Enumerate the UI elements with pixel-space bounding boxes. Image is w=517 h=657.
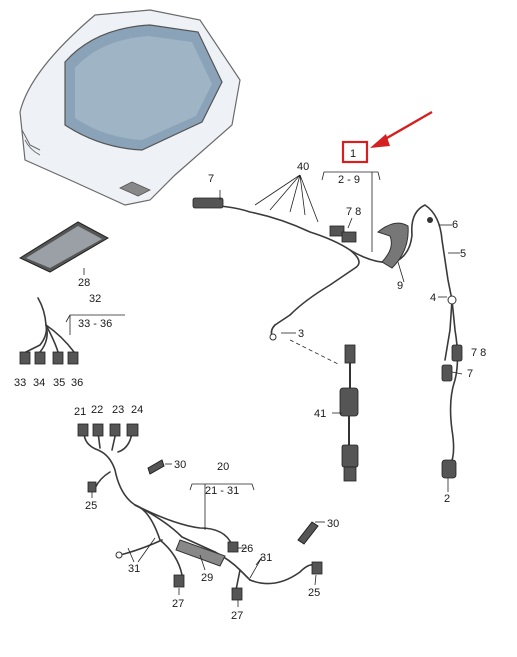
callout-20: 20 (217, 461, 229, 473)
callout-7-8-right: 7 8 (471, 347, 486, 359)
callout-21-top: 21 (74, 406, 86, 418)
callout-40: 40 (297, 161, 309, 173)
label-card-28 (18, 221, 110, 275)
callout-25-right: 25 (308, 587, 320, 599)
callout-7-top: 7 (208, 173, 214, 185)
connector-set-32 (19, 297, 125, 365)
callout-7-8-top: 7 8 (346, 206, 361, 218)
main-harness (192, 197, 463, 479)
callout-33-36: 33 - 36 (78, 318, 112, 330)
callout-24: 24 (131, 404, 143, 416)
callout-2-9: 2 - 9 (338, 174, 360, 186)
callout-27-left: 27 (172, 598, 184, 610)
highlight-box (341, 140, 369, 164)
leader-lines-main (219, 171, 463, 492)
callout-5: 5 (460, 248, 466, 260)
callout-25-left: 25 (85, 500, 97, 512)
callout-labels: 1 2 - 9 40 7 7 8 6 5 9 4 3 7 8 7 28 32 3… (14, 148, 486, 622)
pointer-arrow (370, 110, 433, 148)
callout-27-right: 27 (231, 610, 243, 622)
tailgate-illustration (19, 9, 241, 206)
callout-36: 36 (71, 377, 83, 389)
callout-28: 28 (78, 277, 90, 289)
callout-22: 22 (91, 404, 103, 416)
lower-harness-20 (77, 423, 325, 607)
callout-31-right: 31 (260, 552, 272, 564)
callout-3: 3 (298, 328, 304, 340)
callout-6: 6 (452, 219, 458, 231)
callout-32: 32 (89, 293, 101, 305)
callout-21-31: 21 - 31 (205, 485, 239, 497)
callout-31-left: 31 (128, 563, 140, 575)
callout-34: 34 (33, 377, 45, 389)
callout-35: 35 (53, 377, 65, 389)
callout-30-right: 30 (327, 518, 339, 530)
callout-30-top: 30 (174, 459, 186, 471)
callout-2: 2 (444, 493, 450, 505)
callout-33: 33 (14, 377, 26, 389)
sensor-rod-41 (289, 339, 359, 482)
callout-1: 1 (350, 148, 356, 160)
callout-7-right: 7 (467, 368, 473, 380)
callout-29: 29 (201, 572, 213, 584)
callout-9: 9 (397, 280, 403, 292)
callout-23: 23 (112, 404, 124, 416)
callout-26: 26 (241, 543, 253, 555)
callout-41: 41 (314, 408, 326, 420)
callout-4: 4 (430, 292, 436, 304)
